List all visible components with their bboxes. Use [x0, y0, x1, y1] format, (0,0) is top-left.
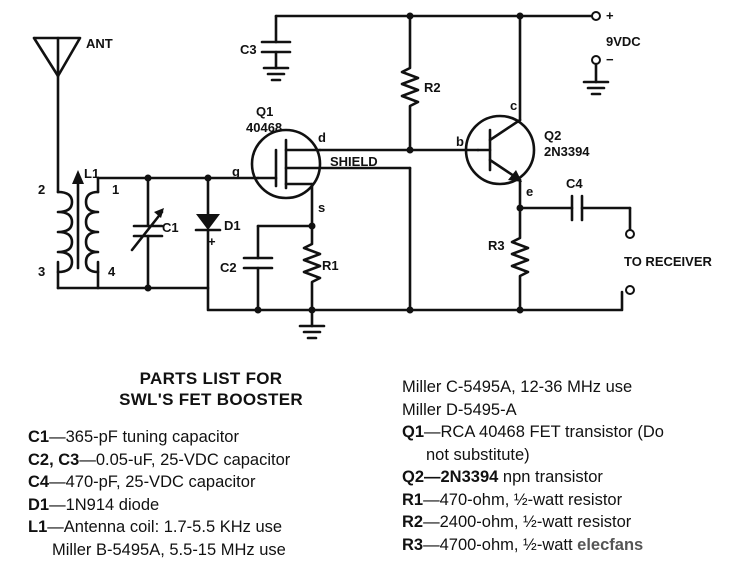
source-label: s	[318, 200, 325, 215]
r1-label: R1	[322, 258, 339, 273]
c4-label: C4	[566, 176, 583, 191]
d1-plus-label: +	[208, 234, 216, 249]
c1-variable-capacitor	[130, 176, 164, 290]
receiver-terminal-top[interactable]	[625, 229, 635, 239]
q2-part-label: 2N3394	[544, 144, 590, 159]
d1-label: D1	[224, 218, 241, 233]
c2-capacitor	[242, 224, 274, 312]
q1-fet-transistor	[250, 128, 412, 312]
parts-list-right-column: Miller C-5495A, 12-36 MHz use Miller D-5…	[402, 376, 736, 556]
r1-resistor	[302, 224, 322, 312]
part-row: D1—1N914 diode	[28, 495, 160, 514]
ground-bus-wire	[56, 286, 624, 312]
l1-pin-2-label: 2	[38, 182, 45, 197]
c4-capacitor	[518, 194, 632, 232]
r3-label: R3	[488, 238, 505, 253]
part-row: Q1—RCA 40468 FET transistor (Do	[402, 423, 664, 441]
supply-plus-terminal[interactable]	[591, 11, 601, 21]
emitter-label: e	[526, 184, 533, 199]
antenna-symbol	[32, 36, 82, 194]
part-row-continued: Miller D-5495-A	[402, 400, 517, 419]
l1-pin-1-label: 1	[112, 182, 119, 197]
supply-label: 9VDC	[606, 34, 641, 49]
part-row-continued: Miller C-5495A, 12-36 MHz use	[402, 378, 633, 396]
r3-resistor	[510, 206, 530, 312]
to-receiver-label: TO RECEIVER	[624, 254, 713, 269]
q2-npn-transistor	[464, 14, 536, 210]
parts-list-title-line-2: SWL'S FET BOOSTER	[119, 390, 303, 409]
part-row: L1—Antenna coil: 1.7-5.5 KHz use	[28, 518, 283, 536]
part-row: C1—365-pF tuning capacitor	[28, 428, 239, 446]
part-row: R2—2400-ohm, ½-watt resistor	[402, 513, 632, 531]
drain-label: d	[318, 130, 326, 145]
r2-label: R2	[424, 80, 441, 95]
part-row-continued: Miller B-5495A, 5.5-15 MHz use	[52, 540, 286, 559]
c3-label: C3	[240, 42, 257, 57]
c3-capacitor	[260, 14, 292, 82]
part-row: C2, C3—0.05-uF, 25-VDC capacitor	[28, 450, 291, 469]
collector-label: c	[510, 98, 517, 113]
part-row: R3—4700-ohm, ½-watt elecfans	[402, 535, 644, 554]
parts-list-title-line-1: PARTS LIST FOR	[139, 369, 283, 388]
fet-booster-schematic: ANT 2 3 1 4 L1 C1 D1 +	[32, 8, 713, 340]
watermark-text: elecfans	[577, 535, 644, 554]
l1-pin-4-label: 4	[108, 264, 116, 279]
l1-label: L1	[84, 166, 99, 181]
parts-list-title: PARTS LIST FOR SWL'S FET BOOSTER	[96, 368, 326, 410]
part-row: R1—470-ohm, ½-watt resistor	[402, 490, 623, 509]
plus-label: +	[606, 8, 614, 23]
l1-pin-3-label: 3	[38, 264, 45, 279]
part-row: C4—470-pF, 25-VDC capacitor	[28, 473, 256, 491]
supply-ground-symbol	[582, 62, 610, 96]
l1-secondary-coil	[84, 176, 100, 290]
c2-label: C2	[220, 260, 237, 275]
ant-label: ANT	[86, 36, 113, 51]
part-row-continued: not substitute)	[426, 445, 530, 464]
d1-diode	[194, 176, 222, 290]
r2-resistor	[400, 14, 420, 152]
base-label: b	[456, 134, 464, 149]
part-row: Q2—2N3394 npn transistor	[402, 468, 603, 486]
receiver-terminal-bottom[interactable]	[625, 285, 635, 295]
q1-part-label: 40468	[246, 120, 282, 135]
c1-label: C1	[162, 220, 179, 235]
q2-label: Q2	[544, 128, 561, 143]
l1-primary-coil	[56, 190, 74, 290]
shield-label: SHIELD	[330, 154, 378, 169]
minus-label: −	[606, 52, 614, 67]
ground-symbol	[298, 308, 326, 340]
parts-list-left-column: C1—365-pF tuning capacitor C2, C3—0.05-u…	[28, 426, 408, 561]
q1-label: Q1	[256, 104, 273, 119]
l1-tuning-arrow	[72, 170, 84, 270]
gate-label: g	[232, 164, 240, 179]
